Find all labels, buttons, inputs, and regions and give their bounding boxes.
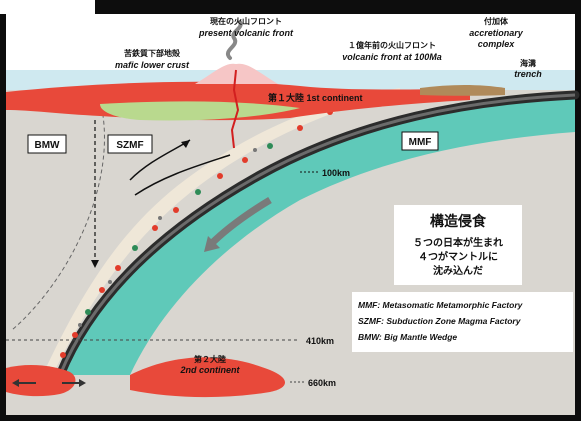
bmw-boundary [11, 99, 105, 331]
legend-bmw: BMW: Big Mantle Wedge [358, 332, 457, 342]
front-100ma-en-label: volcanic front at 100Ma [342, 52, 442, 62]
info-box [394, 205, 522, 285]
slab-top-highlight [58, 93, 576, 376]
first-continent-label: 第１大陸 1st continent [268, 92, 363, 103]
mafic-lower-crust [100, 101, 300, 121]
fragment-left-arrowhead [12, 379, 19, 387]
front-100ma-jp-label: １億年前の火山フロント [348, 40, 436, 50]
slab-motion-arrow [207, 196, 272, 248]
frame-notch [0, 0, 95, 14]
szmf-box [107, 134, 153, 154]
second-continent-en-label: 2nd continent [180, 365, 241, 375]
info-title: 構造侵食 [430, 213, 487, 229]
mafic-crust-jp-label: 苦鉄質下部地殻 [124, 48, 181, 58]
info-line-1: ５つの日本が生まれ [413, 236, 503, 249]
bmw-label: BMW [35, 140, 61, 151]
accretion-jp-label: 付加体 [484, 16, 509, 26]
second-continent-jp-label: 第２大陸 [194, 354, 226, 364]
mafic-crust-en-label: mafic lower crust [115, 60, 190, 70]
present-front-jp-label: 現在の火山フロント [210, 16, 282, 26]
accretion-en-label-1: accretionary [469, 28, 524, 38]
szmf-label: SZMF [116, 140, 143, 151]
sinking-fragment [6, 365, 76, 397]
info-line-2: ４つがマントルに [418, 250, 498, 263]
szmf-flow-arrow [134, 154, 231, 196]
bmw-box [27, 134, 67, 154]
fragment-right-arrowhead [79, 379, 86, 387]
mantle-flow-arrowhead [181, 140, 190, 148]
slab-motion-arrowhead [204, 236, 220, 252]
legend-mmf: MMF: Metasomatic Metamorphic Factory [358, 300, 524, 310]
magma-conduit [230, 69, 240, 149]
eroded-crust-fragments [60, 109, 333, 358]
second-continent [130, 357, 285, 398]
legend-szmf: SZMF: Subduction Zone Magma Factory [358, 316, 522, 326]
volcanic-plume [226, 20, 243, 60]
depth-100-label: 100km [322, 168, 350, 178]
accretionary-complex [420, 85, 505, 96]
trench-jp-label: 海溝 [520, 58, 536, 68]
bmw-arrowhead [91, 260, 99, 268]
depth-410-label: 410km [306, 336, 334, 346]
mmf-label: MMF [409, 137, 432, 148]
trench-en-label: trench [514, 69, 542, 79]
mmf-box [401, 131, 439, 151]
accretion-en-label-2: complex [478, 39, 516, 49]
depth-660-label: 660km [308, 378, 336, 388]
present-front-en-label: present volcanic front [198, 28, 294, 38]
legend-box [352, 292, 573, 352]
info-line-3: 沈み込んだ [433, 264, 483, 277]
